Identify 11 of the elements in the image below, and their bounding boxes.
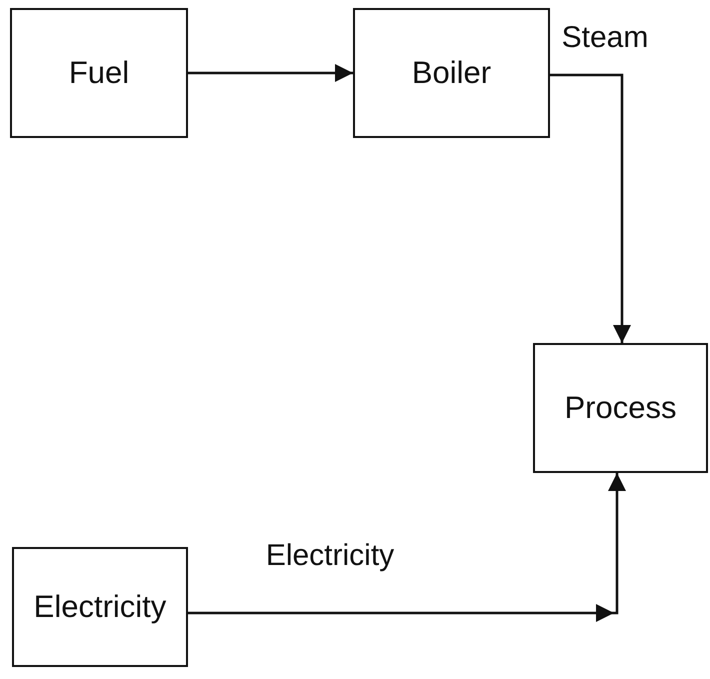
arrow [188, 64, 353, 82]
process-box [10, 8, 188, 138]
box-label: Process [564, 390, 676, 426]
arrow [550, 74, 631, 343]
arrow [188, 473, 626, 622]
process-box [353, 8, 550, 138]
box-label: Fuel [68, 55, 130, 91]
process-box [533, 343, 708, 473]
process-box [12, 547, 188, 667]
box-label: Boiler [412, 55, 492, 91]
box-label: Electricity [34, 589, 166, 625]
